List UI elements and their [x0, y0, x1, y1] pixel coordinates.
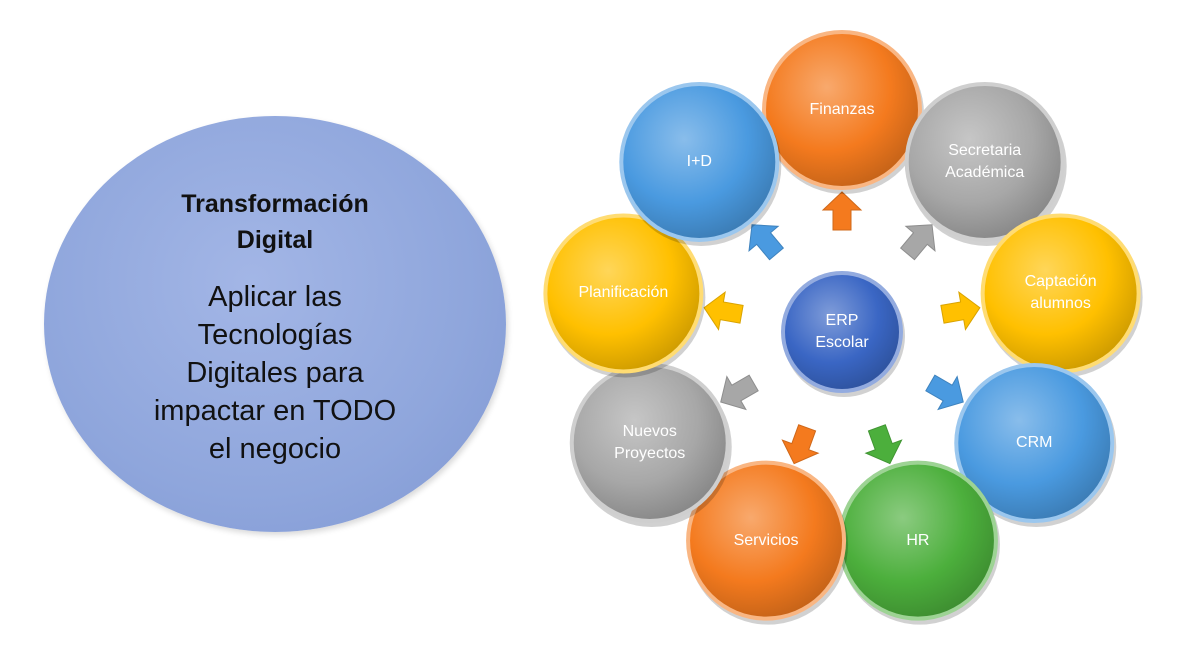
arrow-to-servicios [781, 424, 820, 465]
node-label-i-d-line-1: I+D [686, 152, 712, 170]
node-crm [958, 367, 1111, 519]
hub-label-line-2: Escolar [815, 334, 869, 351]
node-label-planificacion-line-1: Planificación [578, 284, 669, 302]
node-secretaria-academica [908, 85, 1061, 238]
hub-label: ERP Escolar [767, 310, 917, 354]
node-label-secretaria-academica-line-2: Académica [945, 163, 1025, 181]
transformation-oval [44, 116, 506, 532]
node-label-finanzas: Finanzas [767, 99, 917, 121]
node-label-servicios: Servicios [691, 530, 841, 552]
node-label-crm-line-1: CRM [1016, 434, 1053, 451]
left-body: Aplicar las Tecnologías Digitales para i… [44, 278, 506, 468]
hub-label-line-1: ERP [825, 312, 859, 329]
node-label-hr: HR [843, 530, 993, 552]
node-nuevos-proyectos [573, 367, 726, 519]
node-label-servicios-line-1: Servicios [733, 531, 799, 549]
node-captacion-alumnos [984, 217, 1137, 370]
left-body-line-2: Tecnologías [197, 319, 353, 351]
left-title-line-1: Transformación [181, 190, 369, 218]
arrow-to-captacion-alumnos [940, 290, 981, 331]
arrow-to-secretaria-academica [899, 224, 936, 261]
node-label-hr-line-1: HR [906, 531, 930, 549]
node-label-captacion-alumnos-line-2: alumnos [1030, 295, 1091, 313]
arrow-to-hr [864, 424, 903, 465]
node-label-captacion-alumnos: Captación alumnos [986, 271, 1136, 315]
node-servicios [690, 464, 843, 617]
arrow-to-finanzas [821, 191, 863, 231]
left-title-line-2: Digital [236, 226, 314, 254]
left-body-line-5: el negocio [208, 433, 342, 465]
left-title: Transformación Digital [44, 186, 506, 258]
node-hr [841, 464, 994, 617]
arrow-to-crm [925, 374, 964, 411]
arrow-to-nuevos-proyectos [720, 374, 759, 411]
arrow-to-planificacion [703, 290, 744, 331]
node-finanzas [766, 34, 918, 186]
node-label-nuevos-proyectos-line-1: Nuevos [622, 423, 677, 440]
node-label-secretaria-academica-line-1: Secretaria [948, 141, 1022, 159]
node-label-planificacion: Planificación [548, 282, 698, 304]
left-body-line-1: Aplicar las [208, 281, 342, 313]
hub-erp-escolar [785, 275, 899, 389]
node-label-nuevos-proyectos-line-2: Proyectos [614, 445, 686, 462]
node-planificacion [547, 217, 700, 370]
left-body-line-4: impactar en TODO [153, 395, 397, 427]
node-i-d [623, 85, 776, 238]
node-label-finanzas-line-1: Finanzas [809, 101, 875, 118]
left-body-line-3: Digitales para [186, 357, 364, 389]
node-label-i-d: I+D [624, 151, 774, 173]
node-label-crm: CRM [959, 432, 1109, 454]
arrow-to-i-d [748, 224, 785, 261]
node-label-captacion-alumnos-line-1: Captación [1024, 273, 1097, 291]
